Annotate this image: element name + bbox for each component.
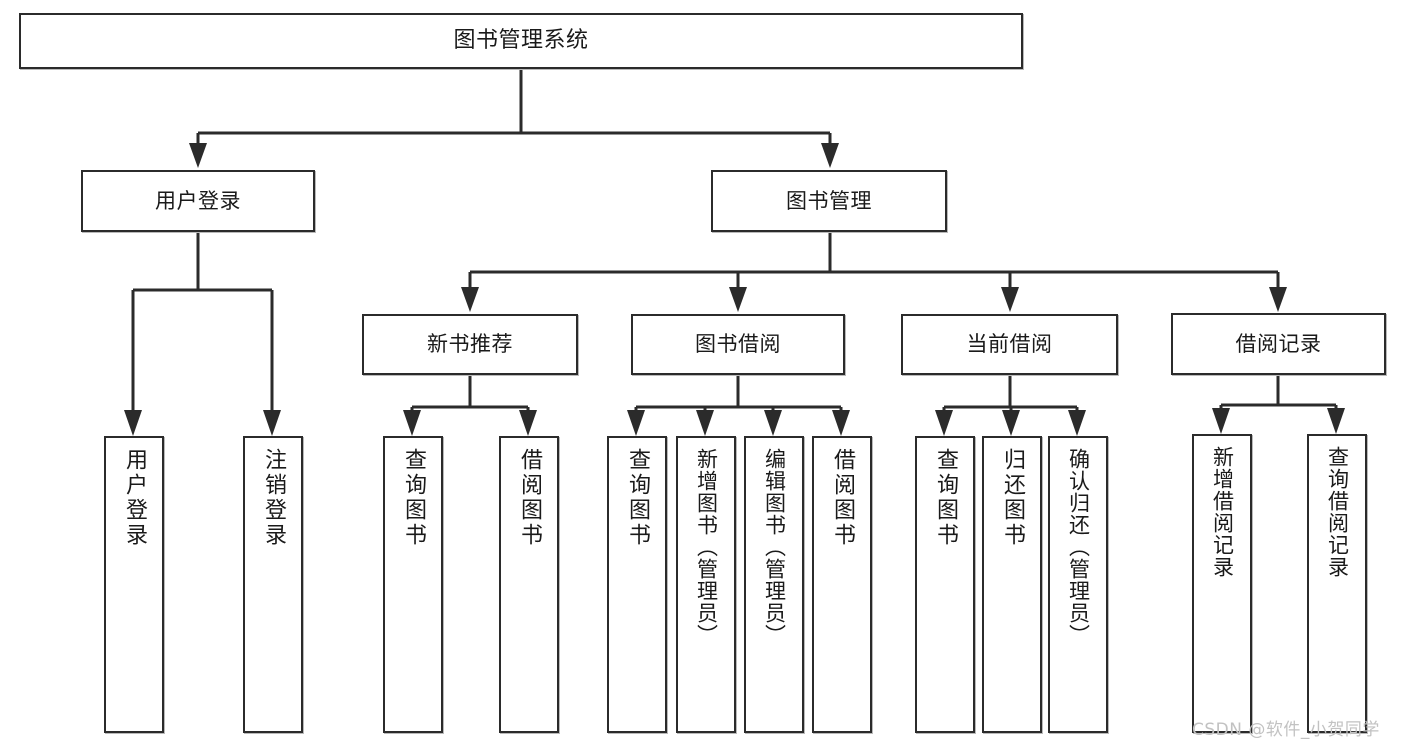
arrowhead-leaf-borrow-2 [696,410,714,436]
node-label: 借阅图书 [517,448,542,548]
node-label: 用户登录 [155,188,241,213]
node-leaf-confirm-return-admin[interactable]: 确认归还（管理员） [1048,436,1108,733]
arrowhead-leaf-current-1 [935,410,953,436]
arrowhead-leaf-borrow-1 [627,410,645,436]
arrowhead-leaf-user-1 [124,410,142,436]
arrowhead-leaf-borrow-3 [764,410,782,436]
node-label: 查询图书 [933,448,958,548]
node-leaf-borrow-book[interactable]: 借阅图书 [812,436,872,733]
node-label: 查询借阅记录 [1325,446,1350,578]
node-root-system[interactable]: 图书管理系统 [19,13,1023,69]
arrowhead-bookmgmt [821,143,839,168]
arrowhead-borrow [729,287,747,312]
node-leaf-logout[interactable]: 注销登录 [243,436,303,733]
node-leaf-query-book-current[interactable]: 查询图书 [915,436,975,733]
node-new-book-recommend[interactable]: 新书推荐 [362,314,578,375]
node-label: 借阅记录 [1235,331,1322,356]
node-label: 确认归还（管理员） [1066,448,1091,646]
node-book-borrow[interactable]: 图书借阅 [631,314,845,375]
arrowhead-leaf-new-2 [519,410,537,436]
node-leaf-edit-book-admin[interactable]: 编辑图书（管理员） [744,436,804,733]
arrowhead-current [1001,287,1019,312]
node-label: 编辑图书（管理员） [762,448,787,646]
node-borrow-records[interactable]: 借阅记录 [1171,313,1386,375]
csdn-watermark: CSDN @软件_小贺同学 [1192,720,1380,740]
node-label: 当前借阅 [966,332,1053,357]
arrowhead-leaf-borrow-4 [832,410,850,436]
node-label: 注销登录 [261,448,286,548]
arrowhead-leaf-current-3 [1068,410,1086,436]
arrowhead-leaf-user-2 [263,410,281,436]
node-leaf-query-book-new[interactable]: 查询图书 [383,436,443,733]
node-leaf-borrow-book-new[interactable]: 借阅图书 [499,436,559,733]
node-label: 图书借阅 [695,332,781,357]
node-book-management[interactable]: 图书管理 [711,170,947,232]
node-label: 新书推荐 [427,332,513,357]
node-leaf-query-borrow-record[interactable]: 查询借阅记录 [1307,434,1367,733]
node-label: 新增借阅记录 [1210,446,1235,578]
node-leaf-return-book[interactable]: 归还图书 [982,436,1042,733]
node-label: 归还图书 [1000,448,1025,548]
arrowhead-leaf-records-2 [1327,408,1345,434]
node-label: 图书管理系统 [453,28,589,54]
node-label: 图书管理 [786,188,872,213]
arrowhead-leaf-records-1 [1212,408,1230,434]
node-label: 查询图书 [401,448,426,548]
node-user-login[interactable]: 用户登录 [81,170,315,232]
node-current-borrow[interactable]: 当前借阅 [901,314,1118,375]
node-leaf-add-borrow-record[interactable]: 新增借阅记录 [1192,434,1252,733]
node-leaf-add-book-admin[interactable]: 新增图书（管理员） [676,436,736,733]
arrowhead-leaf-new-1 [403,410,421,436]
node-leaf-query-book-borrow[interactable]: 查询图书 [607,436,667,733]
arrowhead-leaf-current-2 [1002,410,1020,436]
node-label: 用户登录 [122,448,147,548]
arrowhead-records [1269,287,1287,312]
node-label: 新增图书（管理员） [694,448,719,646]
node-label: 查询图书 [625,448,650,548]
node-leaf-user-login[interactable]: 用户登录 [104,436,164,733]
arrowhead-new [461,287,479,312]
arrowhead-userlogin [189,143,207,168]
node-label: 借阅图书 [830,448,855,548]
